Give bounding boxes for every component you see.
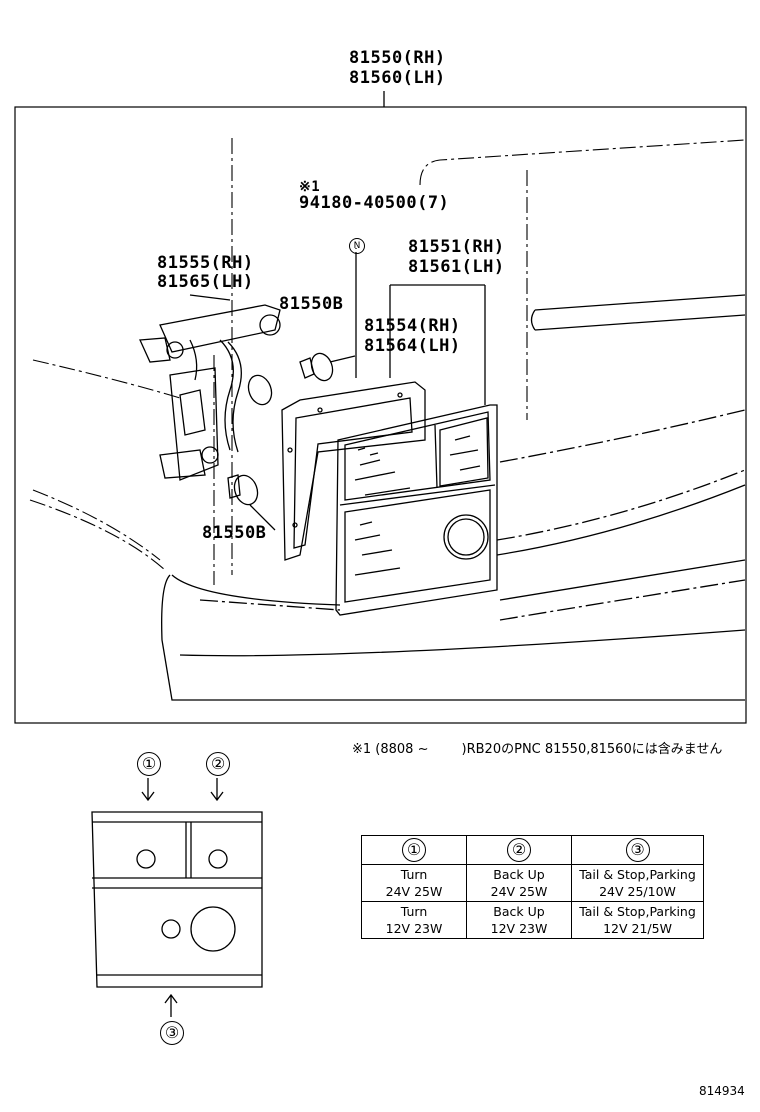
legend-marker-1: ①: [137, 752, 161, 776]
table-header-1: ①: [402, 838, 426, 862]
body-outline: [29, 138, 746, 585]
clip-part-number: 94180-40500(7): [299, 193, 450, 213]
note-mark: ※1: [299, 179, 321, 195]
lens-number-lh: 81561(LH): [408, 257, 505, 277]
assembly-number-rh: 81550(RH): [349, 48, 446, 68]
diagram-frame: [14, 106, 747, 724]
lamp-lens: [335, 404, 498, 616]
table-header-2: ②: [507, 838, 531, 862]
bulb-number-lower: 81550B: [202, 523, 267, 543]
socket-number-rh: 81555(RH): [157, 253, 254, 273]
diagram-id: 814934: [699, 1084, 745, 1098]
lens-number-rh: 81551(RH): [408, 237, 505, 257]
socket-harness: [139, 304, 281, 481]
bumper: [161, 574, 745, 701]
arrow-down-1: [141, 778, 155, 802]
table-header-row: ① ② ③: [361, 835, 704, 865]
gasket: [281, 381, 426, 561]
socket-number-lh: 81565(LH): [157, 272, 254, 292]
table-header-3: ③: [625, 838, 650, 862]
bulb-upper: [299, 352, 334, 382]
bulb-lower: [227, 474, 259, 506]
arrow-up-3: [164, 993, 178, 1017]
footnote: ※1 (8808 ~ )RB20のPNC 81550,81560には含みません: [352, 742, 723, 757]
gasket-number-lh: 81564(LH): [364, 336, 461, 356]
assembly-number-lh: 81560(LH): [349, 68, 446, 88]
bulb-side: [247, 374, 273, 406]
gasket-number-rh: 81554(RH): [364, 316, 461, 336]
legend-marker-2: ②: [206, 752, 230, 776]
arrow-down-2: [210, 778, 224, 802]
nonreusable-icon: N: [349, 238, 365, 254]
legend-lamp-drawing: [91, 778, 263, 1017]
legend-marker-3: ③: [160, 1021, 184, 1045]
center-garnish: [530, 294, 746, 331]
bulb-number-upper: 81550B: [279, 294, 344, 314]
